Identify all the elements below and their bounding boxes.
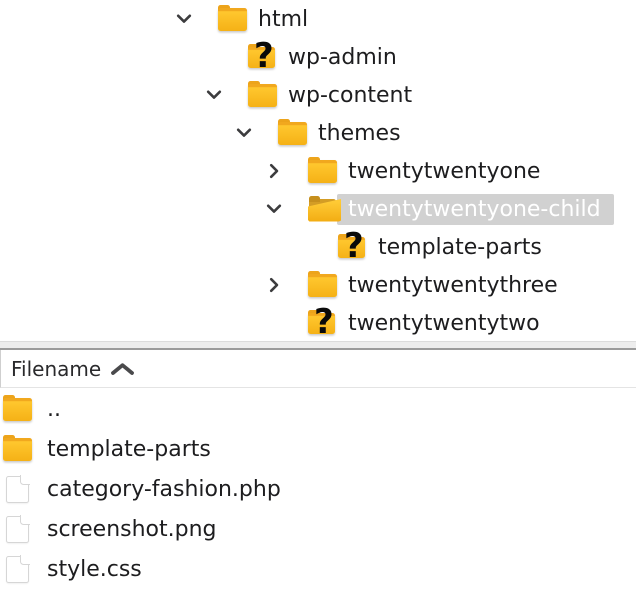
tree-item-label: template-parts <box>378 235 542 260</box>
tree-item-icon-slot <box>308 195 341 222</box>
chevron-down-icon[interactable] <box>235 128 253 138</box>
chevron-right-icon[interactable] <box>265 163 283 179</box>
tree-item-icon-slot <box>308 270 338 297</box>
list-item-icon-slot <box>3 555 33 583</box>
folder-question-icon: ? <box>248 39 275 73</box>
tree-item-label: twentytwentythree <box>348 273 558 298</box>
folder-icon <box>308 270 337 297</box>
file-icon <box>6 555 30 583</box>
tree-item-wp-admin[interactable]: ? wp-admin <box>0 38 636 76</box>
list-item-category-fashion.php[interactable]: category-fashion.php <box>0 469 636 509</box>
folder-open-icon <box>308 195 341 222</box>
folder-icon <box>3 394 32 421</box>
question-mark-glyph: ? <box>344 226 364 266</box>
sort-ascending-icon <box>110 362 135 376</box>
remote-directory-tree: html? wp-admin wp-content themes twentytwent… <box>0 0 636 342</box>
file-icon <box>6 515 30 543</box>
list-item-icon-slot <box>3 434 33 461</box>
list-item-style.css[interactable]: style.css <box>0 549 636 589</box>
list-item-..[interactable]: .. <box>0 389 636 429</box>
tree-item-icon-slot <box>308 156 338 183</box>
tree-item-label: wp-content <box>288 83 413 108</box>
folder-question-icon: ? <box>338 229 365 263</box>
list-item-screenshot.png[interactable]: screenshot.png <box>0 509 636 549</box>
tree-item-label: themes <box>318 121 401 146</box>
tree-item-twentytwentythree[interactable]: twentytwentythree <box>0 266 636 304</box>
tree-item-twentytwentytwo[interactable]: ? twentytwentytwo <box>0 304 636 342</box>
list-item-template-parts[interactable]: template-parts <box>0 429 636 469</box>
tree-item-icon-slot: ? <box>338 229 368 263</box>
folder-icon <box>278 118 307 145</box>
folder-icon <box>308 156 337 183</box>
tree-item-twentytwentyone[interactable]: twentytwentyone <box>0 152 636 190</box>
list-item-label: style.css <box>47 557 142 582</box>
list-item-label: template-parts <box>47 437 211 462</box>
tree-item-icon-slot <box>248 80 278 107</box>
tree-item-label: wp-admin <box>288 45 397 70</box>
folder-icon <box>218 4 247 31</box>
chevron-down-icon[interactable] <box>205 90 223 100</box>
tree-item-twentytwentyone-child[interactable]: twentytwentyone-child <box>0 190 636 228</box>
panel-splitter[interactable] <box>0 341 636 350</box>
folder-question-icon: ? <box>308 305 335 339</box>
local-file-list: .. template-parts category-fashion.php scre… <box>0 389 636 589</box>
filename-column-label: Filename <box>11 356 102 381</box>
tree-item-icon-slot <box>218 4 248 31</box>
filename-column-header[interactable]: Filename <box>0 350 636 388</box>
list-item-label: .. <box>47 397 61 422</box>
tree-item-html[interactable]: html <box>0 0 636 38</box>
tree-item-icon-slot: ? <box>248 39 278 73</box>
folder-icon <box>3 434 32 461</box>
folder-icon <box>248 80 277 107</box>
list-item-label: screenshot.png <box>47 517 217 542</box>
tree-item-label-selected: twentytwentyone-child <box>337 193 614 225</box>
tree-item-icon-slot: ? <box>308 305 338 339</box>
list-item-icon-slot <box>3 515 33 543</box>
chevron-down-icon[interactable] <box>265 204 283 214</box>
chevron-right-icon[interactable] <box>265 277 283 293</box>
list-item-icon-slot <box>3 475 33 503</box>
tree-item-template-parts[interactable]: ? template-parts <box>0 228 636 266</box>
list-item-icon-slot <box>3 394 33 421</box>
chevron-down-icon[interactable] <box>175 14 193 24</box>
question-mark-glyph: ? <box>254 36 274 76</box>
list-item-label: category-fashion.php <box>47 477 281 502</box>
tree-item-icon-slot <box>278 118 308 145</box>
question-mark-glyph: ? <box>314 302 334 342</box>
tree-item-wp-content[interactable]: wp-content <box>0 76 636 114</box>
tree-item-label: twentytwentyone <box>348 159 541 184</box>
tree-item-label: html <box>258 7 309 32</box>
tree-item-label: twentytwentytwo <box>348 311 540 336</box>
tree-item-themes[interactable]: themes <box>0 114 636 152</box>
file-icon <box>6 475 30 503</box>
